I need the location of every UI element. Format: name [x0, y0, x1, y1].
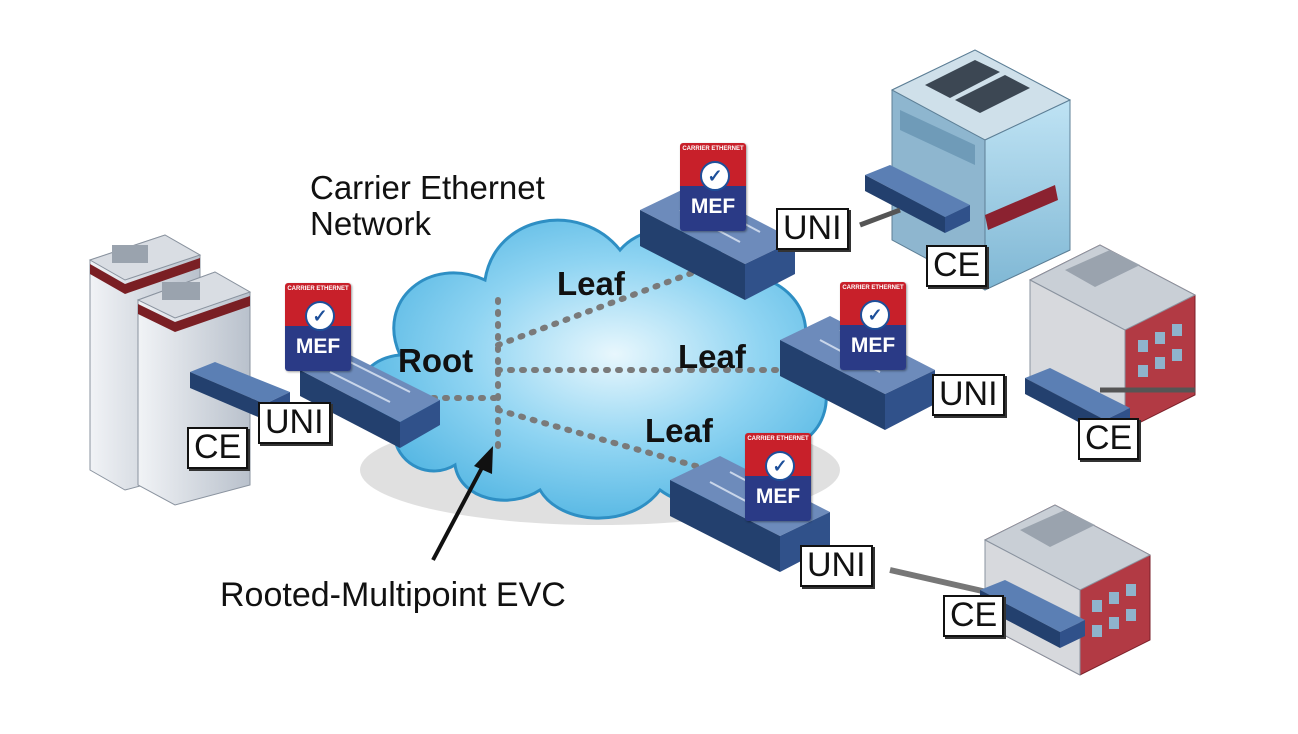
evc-arrow [431, 446, 493, 561]
mef-badge-middle: CARRIER ETHERNET ✓ MEF [840, 282, 906, 370]
hub-to-leaf-top-line [495, 267, 703, 348]
network-title-line1: Carrier Ethernet [310, 169, 545, 206]
badge-brand: MEF [680, 186, 746, 231]
root-label: Root [398, 342, 474, 379]
check-icon: ✓ [860, 300, 890, 330]
check-icon: ✓ [305, 301, 335, 331]
leaf-label-middle: Leaf [678, 338, 746, 375]
network-title: Carrier Ethernet Network [310, 170, 545, 242]
evc-caption: Rooted-Multipoint EVC [220, 576, 566, 614]
uni-label-bottom: UNI [800, 545, 873, 587]
ce-label-left: CE [187, 427, 249, 469]
network-title-line2: Network [310, 205, 432, 242]
mef-badge-top: CARRIER ETHERNET ✓ MEF [680, 143, 746, 231]
leaf-label-top: Leaf [557, 265, 625, 302]
badge-brand: MEF [840, 325, 906, 370]
top-ce-device [859, 165, 970, 233]
ce-label-bottom: CE [943, 595, 1005, 637]
check-icon: ✓ [700, 161, 730, 191]
mef-badge-root: CARRIER ETHERNET ✓ MEF [285, 283, 351, 371]
uni-label-left: UNI [258, 402, 331, 444]
ce-label-top: CE [926, 245, 988, 287]
ce-label-middle: CE [1078, 418, 1140, 460]
uni-label-top: UNI [776, 208, 849, 250]
top-right-building [890, 49, 1072, 291]
mef-badge-bottom: CARRIER ETHERNET ✓ MEF [745, 433, 811, 521]
badge-brand: MEF [285, 326, 351, 371]
badge-brand: MEF [745, 476, 811, 521]
check-icon: ✓ [765, 451, 795, 481]
leaf-label-bottom: Leaf [645, 412, 713, 449]
uni-label-middle: UNI [932, 374, 1005, 416]
